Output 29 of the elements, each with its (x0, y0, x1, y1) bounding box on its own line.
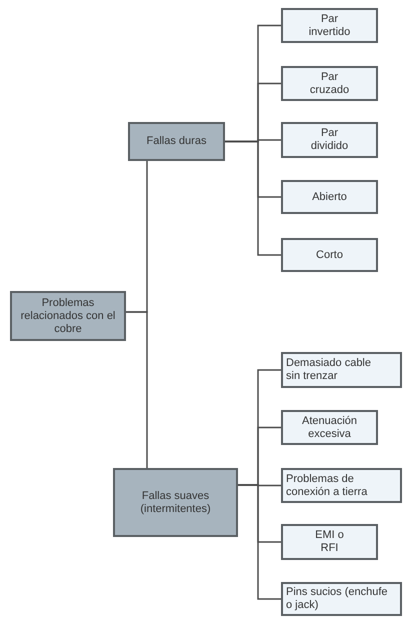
item-box (281, 122, 378, 158)
item-box (281, 410, 378, 445)
item-box (281, 468, 402, 503)
connector-line (126, 311, 148, 468)
connector-line (225, 140, 281, 256)
item-box (281, 180, 378, 214)
category-box (113, 468, 238, 537)
box-label: Par cruzado (308, 70, 350, 96)
item-box (281, 66, 378, 101)
box-label: Abierto (312, 190, 347, 204)
box-label: Par dividido (310, 127, 350, 153)
category-box (10, 291, 126, 341)
box-label: Problemas relacionados con el cobre (20, 296, 116, 336)
box-label: Par invertido (308, 12, 352, 38)
box-label: Fallas duras (146, 135, 206, 148)
box-label: Atenuación excesiva (302, 414, 358, 440)
item-box (281, 8, 378, 43)
connector-line (238, 484, 281, 600)
box-label: Problemas de conexión a tierra (286, 472, 368, 498)
item-box (281, 238, 378, 272)
item-box (281, 582, 402, 616)
category-box (128, 122, 225, 161)
item-box (281, 524, 378, 560)
item-box (281, 352, 402, 388)
box-label: Fallas suaves (intermitentes) (139, 490, 212, 516)
box-label: Corto (316, 248, 343, 262)
box-label: Demasiado cable sin trenzar (286, 357, 372, 383)
box-label: Pins sucios (enchufe o jack) (286, 586, 388, 612)
box-label: EMI o RFI (314, 529, 345, 555)
